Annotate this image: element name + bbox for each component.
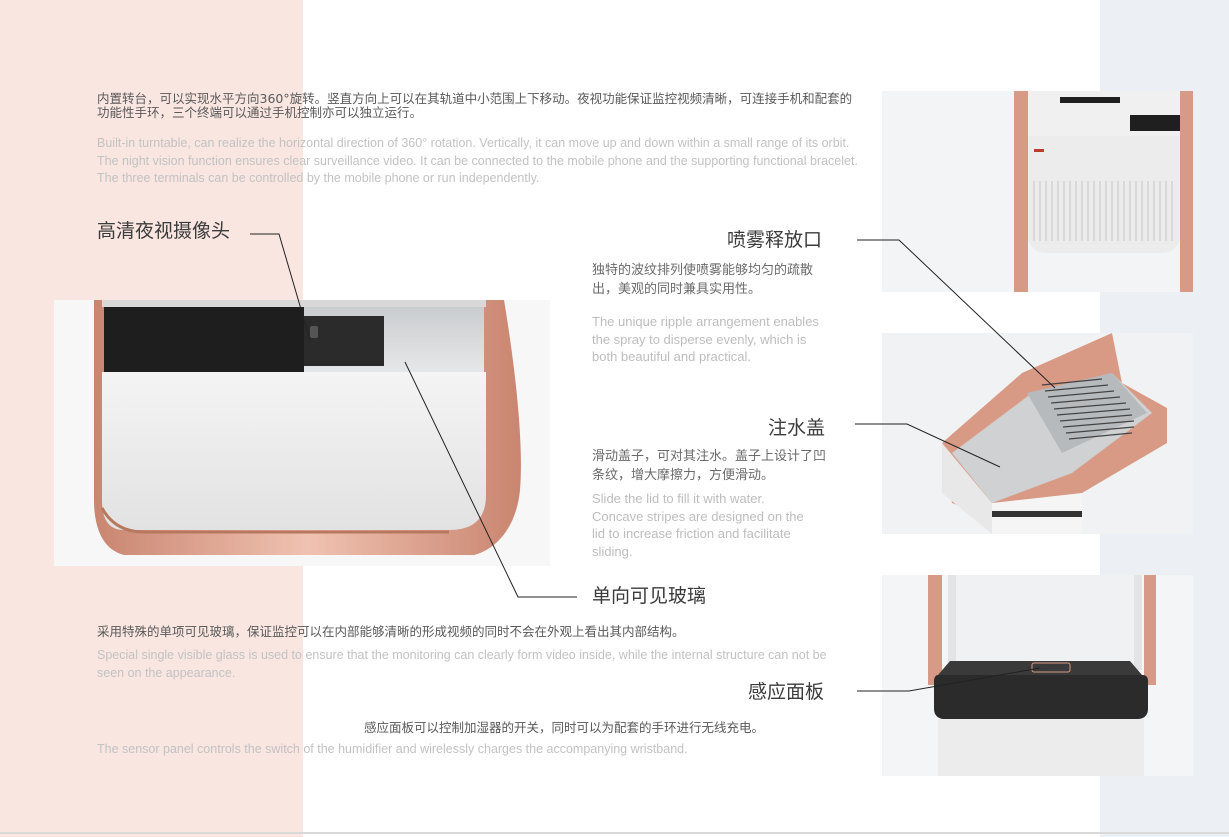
panel-en-text: The sensor panel controls the switch of … xyxy=(97,742,688,756)
humidifier-main-photo xyxy=(54,300,550,566)
glass-heading: 单向可见玻璃 xyxy=(592,585,707,607)
spray-heading: 喷雾释放口 xyxy=(727,229,823,251)
panel-heading: 感应面板 xyxy=(748,681,825,703)
spray-cn-text: 独特的波纹排列使喷雾能够均匀的疏散出，美观的同时兼具实用性。 xyxy=(592,263,814,297)
spray-en-text: The unique ripple arrangement enables th… xyxy=(592,314,819,364)
intro-cn-text: 内置转台，可以实现水平方向360°旋转。竖直方向上可以在其轨道中小范围上下移动。… xyxy=(97,91,853,120)
humidifier-top-photo xyxy=(882,91,1193,292)
camera-heading: 高清夜视摄像头 xyxy=(97,220,231,242)
lid-heading: 注水盖 xyxy=(768,417,826,439)
panel-cn-text: 感应面板可以控制加湿器的开关，同时可以为配套的手环进行无线充电。 xyxy=(364,720,765,735)
glass-en-text: Special single visible glass is used to … xyxy=(97,648,827,680)
humidifier-lid-photo xyxy=(882,333,1193,534)
lid-cn-text: 滑动盖子，可对其注水。盖子上设计了凹条纹，增大摩擦力，方便滑动。 xyxy=(592,449,827,483)
bottom-divider xyxy=(0,832,1229,834)
humidifier-panel-photo xyxy=(882,575,1193,776)
intro-en-text: Built-in turntable, can realize the hori… xyxy=(97,136,858,185)
lid-en-text: Slide the lid to fill it with water. Con… xyxy=(592,491,804,559)
glass-cn-text: 采用特殊的单项可见玻璃，保证监控可以在内部能够清晰的形成视频的同时不会在外观上看… xyxy=(97,624,685,639)
